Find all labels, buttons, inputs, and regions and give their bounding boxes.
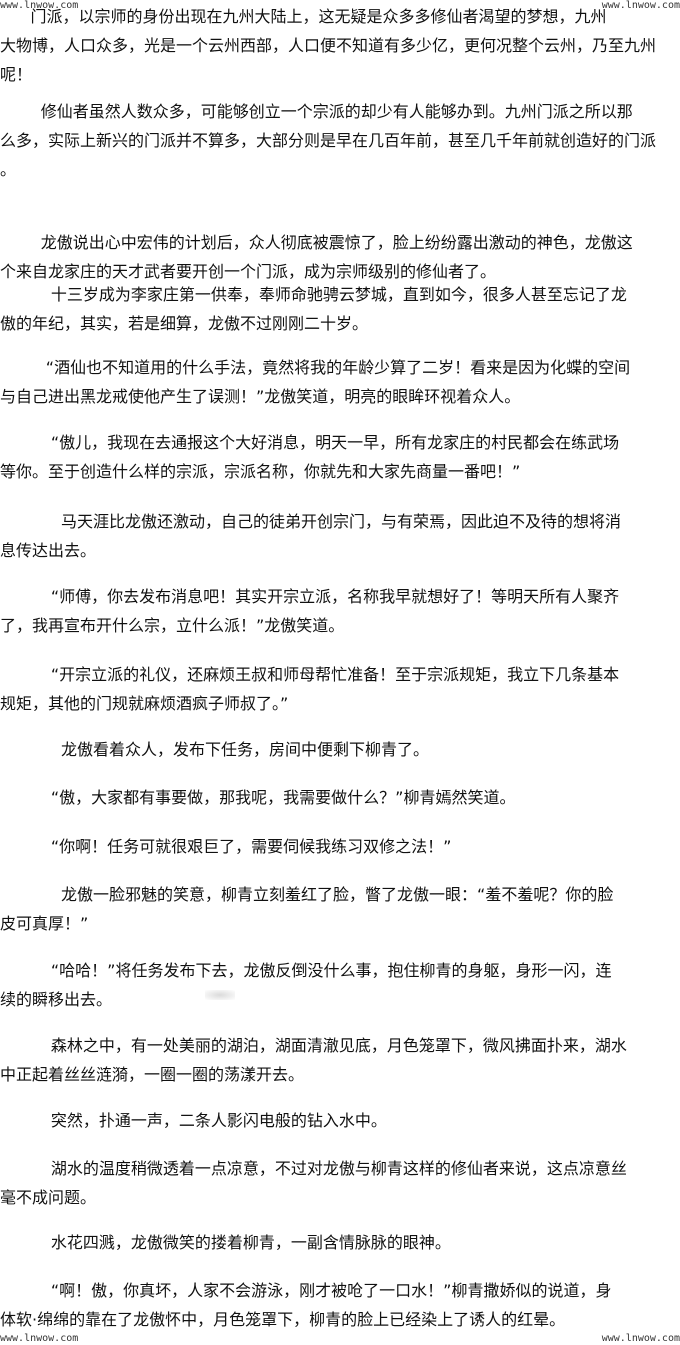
paragraph-16: 突然，扑通一声，二条人影闪电般的钻入水中。 (0, 1111, 387, 1130)
paragraph-15: 森林之中，有一处美丽的湖泊，湖面清澈见底，月色笼罩下，微风拂面扑来，湖水 中正起… (0, 1036, 627, 1084)
watermark-top-right: www.lnwow.com (601, 0, 680, 12)
paragraph-17: 湖水的温度稍微透着一点凉意，不过对龙傲与柳青这样的修仙者来说，这点凉意丝 毫不成… (0, 1159, 627, 1207)
watermark-top-left: www.lnwow.com (0, 0, 79, 12)
paragraph-5: “酒仙也不知道用的什么手法，竟然将我的年龄少算了二岁！看来是因为化蝶的空间 与自… (0, 358, 631, 406)
paragraph-10: 龙傲看着众人，发布下任务，房间中便剩下柳青了。 (0, 740, 430, 759)
paragraph-19: “啊！傲，你真坏，人家不会游泳，刚才被呛了一口水！”柳青撒娇似的说道，身 体软·… (0, 1281, 612, 1329)
watermark-bottom-right: www.lnwow.com (601, 1333, 680, 1345)
watermark-bottom-left: www.lnwow.com (0, 1333, 79, 1345)
paragraph-14: “哈哈！”将任务发布下去，龙傲反倒没什么事，抱住柳青的身躯，身形一闪，连 续的瞬… (0, 961, 612, 1009)
paragraph-11: “傲，大家都有事要做，那我呢，我需要做什么？”柳青嫣然笑道。 (0, 788, 516, 807)
paragraph-18: 水花四溅，龙傲微笑的搂着柳青，一副含情脉脉的眼神。 (0, 1233, 451, 1252)
paragraph-1: 门派，以宗师的身份出现在九州大陆上，这无疑是众多多修仙者渴望的梦想，九州 大物博… (0, 7, 657, 84)
paragraph-12: “你啊！任务可就很艰巨了，需要伺候我练习双修之法！” (0, 837, 452, 856)
paragraph-7: 马天涯比龙傲还激动，自己的徒弟开创宗门，与有荣焉，因此迫不及待的想将消 息传达出… (0, 512, 622, 560)
paragraph-8: “师傅，你去发布消息吧！其实开宗立派，名称我早就想好了！等明天所有人聚齐 了，我… (0, 587, 620, 635)
paragraph-6: “傲儿，我现在去通报这个大好消息，明天一早，所有龙家庄的村民都会在练武场 等你。… (0, 433, 620, 481)
paragraph-9: “开宗立派的礼仪，还麻烦王叔和师母帮忙准备！至于宗派规矩，我立下几条基本 规矩，… (0, 665, 620, 713)
scan-smudge (205, 990, 235, 1000)
paragraph-2: 修仙者虽然人数众多，可能够创立一个宗派的却少有人能够办到。九州门派之所以那 么多… (0, 102, 657, 179)
paragraph-4: 十三岁成为李家庄第一供奉，奉师命驰骋云梦城，直到如今，很多人甚至忘记了龙 傲的年… (0, 285, 627, 333)
paragraph-3: 龙傲说出心中宏伟的计划后，众人彻底被震惊了，脸上纷纷露出激动的神色，龙傲这 个来… (0, 233, 633, 281)
paragraph-13: 龙傲一脸邪魅的笑意，柳青立刻羞红了脸，瞥了龙傲一眼：“羞不羞呢？你的脸 皮可真厚… (0, 885, 614, 933)
